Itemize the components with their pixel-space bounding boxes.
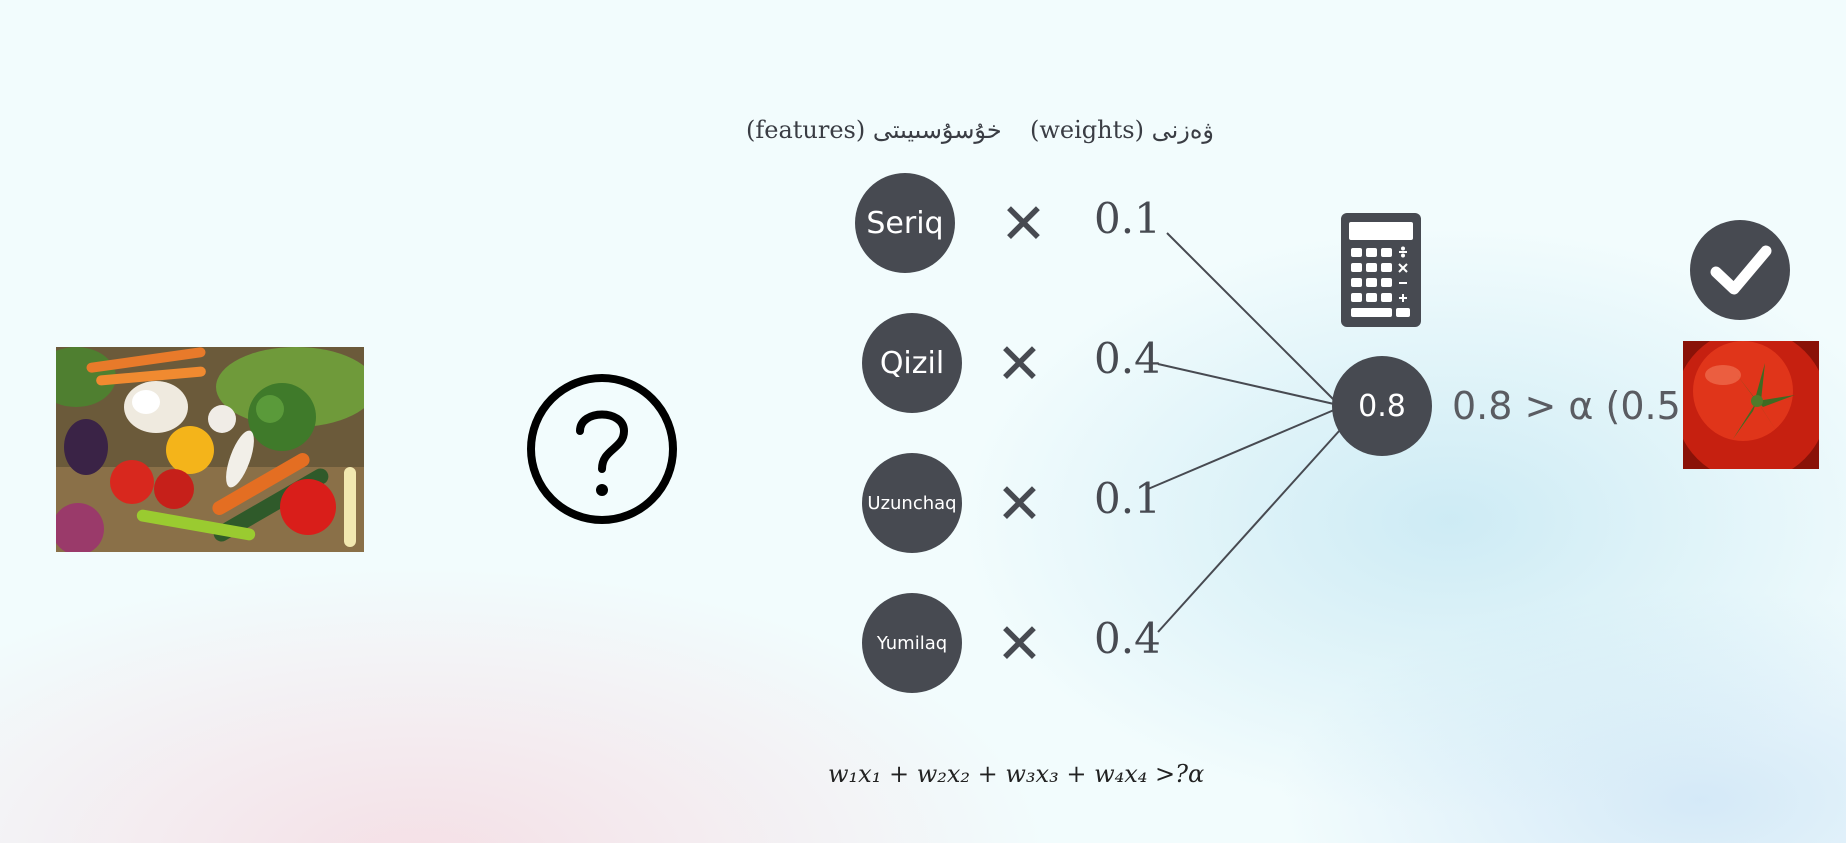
connection-line xyxy=(1157,363,1335,405)
feature-node-seriq: Seriq xyxy=(855,173,955,273)
weighted-sum-formula: w₁x₁ + w₂x₂ + w₃x₃ + w₄x₄ >?α xyxy=(828,760,1205,788)
weight-value: 0.1 xyxy=(1094,194,1161,243)
threshold-comparison: 0.8 > α (0.5) xyxy=(1452,384,1696,428)
feature-node-uzunchaq: Uzunchaq xyxy=(862,453,962,553)
calculator-icon xyxy=(1341,213,1421,327)
multiply-icon: ✕ xyxy=(996,472,1043,537)
check-circle-icon xyxy=(1690,220,1790,320)
connection-line xyxy=(1147,409,1335,490)
weight-value: 0.1 xyxy=(1094,474,1161,523)
feature-node-qizil: Qizil xyxy=(862,313,962,413)
tomato-image xyxy=(1683,341,1819,469)
vegetables-image xyxy=(56,347,364,552)
connection-line xyxy=(1157,429,1341,633)
multiply-icon: ✕ xyxy=(1000,192,1047,257)
connection-line xyxy=(1166,232,1337,403)
features-header: (features) خۇسۇسىيىتى xyxy=(746,116,1002,144)
weight-value: 0.4 xyxy=(1094,334,1161,383)
multiply-icon: ✕ xyxy=(996,332,1043,397)
sum-node: 0.8 xyxy=(1332,356,1432,456)
question-circle-icon xyxy=(527,374,677,524)
feature-node-yumilaq: Yumilaq xyxy=(862,593,962,693)
multiply-icon: ✕ xyxy=(996,612,1043,677)
weight-value: 0.4 xyxy=(1094,614,1161,663)
weights-header: (weights) ۋەزنى xyxy=(1030,116,1214,144)
